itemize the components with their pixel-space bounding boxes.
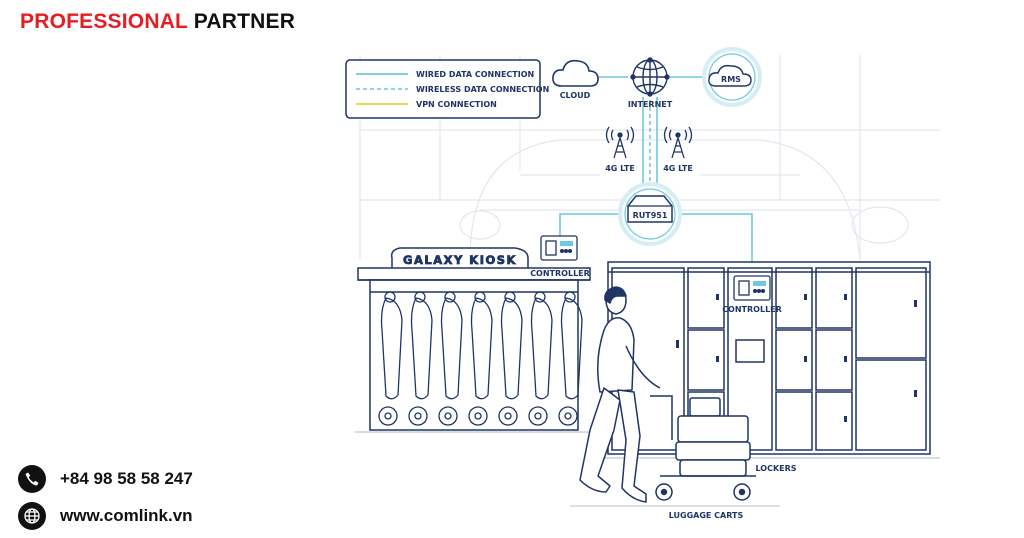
cart-wheel-hub — [414, 412, 422, 420]
cart-wheel — [558, 406, 578, 426]
legend: WIRED DATA CONNECTION WIRELESS DATA CONN… — [345, 59, 549, 119]
cart-handle — [534, 291, 546, 303]
cart-wheel — [528, 406, 548, 426]
wire-router-kiosk-controller — [559, 213, 618, 236]
cart-wheel-hub — [564, 412, 572, 420]
contact-phone[interactable]: +84 98 58 58 247 — [60, 469, 193, 488]
wire-router-locker-controller — [682, 213, 753, 270]
brand-title: PROFESSIONAL PARTNER — [20, 10, 295, 34]
internet-label: INTERNET — [628, 100, 673, 109]
rms-server-icon — [702, 47, 762, 107]
brand-word-professional: PROFESSIONAL — [20, 10, 188, 33]
parked-cart — [500, 297, 523, 400]
luggage-cart — [650, 395, 756, 501]
cart-wheel-hub — [444, 412, 452, 420]
cart-wheel — [498, 406, 518, 426]
lte-right-label: 4G LTE — [663, 164, 693, 173]
kiosk-sign-label: GALAXY KIOSK — [403, 253, 517, 267]
cart-wheel — [378, 406, 398, 426]
internet-globe-icon — [630, 57, 670, 97]
parked-cart — [380, 297, 403, 400]
lte-tower-left-icon — [605, 126, 635, 159]
contact-website[interactable]: www.comlink.vn — [60, 506, 193, 525]
cart-wheel — [408, 406, 428, 426]
parked-cart — [470, 297, 493, 400]
kiosk-controller-label: CONTROLLER — [530, 269, 590, 278]
parked-cart — [410, 297, 433, 400]
cart-wheel-hub — [504, 412, 512, 420]
router-label: RUT951 — [633, 211, 668, 220]
router-icon — [618, 182, 682, 246]
kiosk-controller-icon — [540, 235, 578, 261]
luggage-carts-label: LUGGAGE CARTS — [669, 511, 744, 520]
legend-vpn-label: VPN CONNECTION — [416, 100, 497, 109]
parked-cart — [440, 297, 463, 400]
brand-word-partner: PARTNER — [193, 10, 296, 33]
legend-wireless-label: WIRELESS DATA CONNECTION — [416, 85, 549, 94]
cloud-label: CLOUD — [560, 91, 591, 100]
lte-tower-right-icon — [663, 126, 693, 159]
cart-handle — [474, 291, 486, 303]
legend-wired-label: WIRED DATA CONNECTION — [416, 70, 534, 79]
lte-left-label: 4G LTE — [605, 164, 635, 173]
kiosk-parked-carts — [378, 291, 583, 426]
contact-phone-row: +84 98 58 58 247 — [18, 465, 193, 493]
globe-icon — [18, 502, 46, 530]
contact-web-row: www.comlink.vn — [18, 502, 193, 530]
cart-handle — [504, 291, 516, 303]
phone-icon — [18, 465, 46, 493]
cart-wheel — [468, 406, 488, 426]
cart-wheel — [438, 406, 458, 426]
lockers-label: LOCKERS — [755, 464, 796, 473]
connections — [559, 76, 753, 270]
parked-cart — [560, 297, 583, 400]
cart-handle — [414, 291, 426, 303]
cloud-icon — [552, 59, 599, 87]
cart-handle — [444, 291, 456, 303]
locker-controller-icon — [733, 275, 771, 301]
cart-wheel-hub — [384, 412, 392, 420]
cart-wheel-hub — [534, 412, 542, 420]
rms-label: RMS — [721, 75, 741, 84]
cart-handle — [384, 291, 396, 303]
parked-cart — [530, 297, 553, 400]
cart-wheel-hub — [474, 412, 482, 420]
locker-controller-label: CONTROLLER — [722, 305, 782, 314]
cart-handle — [564, 291, 576, 303]
traveler-figure — [579, 286, 661, 503]
